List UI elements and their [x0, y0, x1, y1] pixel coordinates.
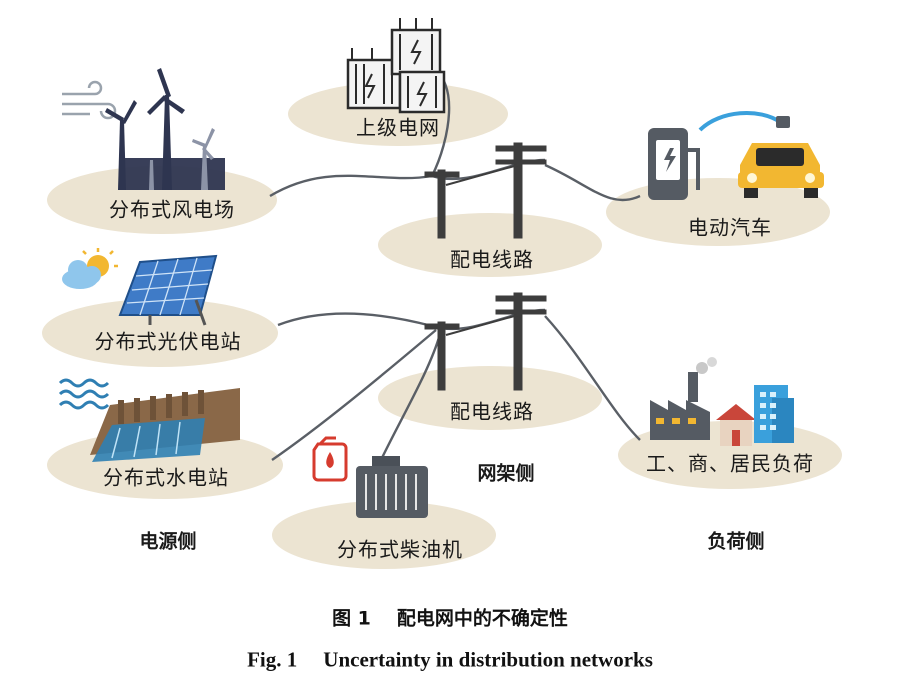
side-label-load: 负荷侧 — [707, 530, 765, 553]
waves-icon — [58, 378, 110, 410]
transformer-icon — [346, 18, 446, 114]
wire-diesel-to-line — [378, 333, 442, 463]
diagram-canvas — [42, 18, 842, 569]
factory-icon — [650, 357, 717, 440]
pv-platform — [42, 299, 278, 367]
figure-title-en: Uncertainty in distribution networks — [323, 647, 653, 672]
node-label-wind: 分布式风电场 — [109, 197, 235, 222]
hydro-dam-icon — [90, 388, 240, 462]
node-label-line-bottom: 配电线路 — [450, 399, 534, 424]
wind-turbine-icon — [62, 68, 225, 190]
node-label-diesel: 分布式柴油机 — [337, 537, 463, 562]
fuel-can-icon — [312, 436, 348, 482]
house-icon — [716, 404, 756, 446]
node-label-ev: 电动汽车 — [688, 215, 772, 240]
figure-caption-en: Fig. 1 Uncertainty in distribution networ… — [247, 648, 653, 673]
node-label-hydro: 分布式水电站 — [103, 465, 229, 490]
wire-wind-to-line — [269, 174, 433, 198]
wire-hydro-to-line — [271, 329, 437, 461]
figure-title-cn: 配电网中的不确定性 — [396, 607, 568, 630]
pole-top — [424, 142, 547, 239]
figure-caption-cn: 图 1 配电网中的不确定性 — [332, 604, 568, 631]
side-label-source: 电源侧 — [139, 530, 197, 553]
solar-panel-icon — [118, 254, 218, 326]
diesel-generator-icon — [356, 456, 428, 518]
figure-number-en: Fig. 1 — [247, 647, 298, 672]
node-label-grid: 上级电网 — [356, 115, 440, 140]
diesel-platform — [272, 501, 496, 569]
node-label-load: 工、商、居民负荷 — [646, 451, 814, 476]
wire-line-to-load — [544, 315, 641, 441]
side-label-network: 网架侧 — [477, 462, 535, 485]
line-bottom-platform — [378, 366, 602, 430]
grid-platform — [288, 82, 508, 146]
wire-line-to-ev — [544, 163, 641, 202]
node-label-line-top: 配电线路 — [450, 247, 534, 272]
pole-bottom — [424, 292, 547, 391]
electric-car-icon — [738, 143, 824, 198]
wire-pv-to-line — [277, 312, 433, 328]
office-building-icon — [754, 385, 794, 443]
node-label-pv: 分布式光伏电站 — [94, 329, 242, 354]
figure-number-cn: 图 1 — [332, 607, 371, 630]
ev-charger-icon — [648, 111, 790, 200]
line-top-platform — [378, 213, 602, 277]
sun-cloud-icon — [62, 248, 118, 289]
